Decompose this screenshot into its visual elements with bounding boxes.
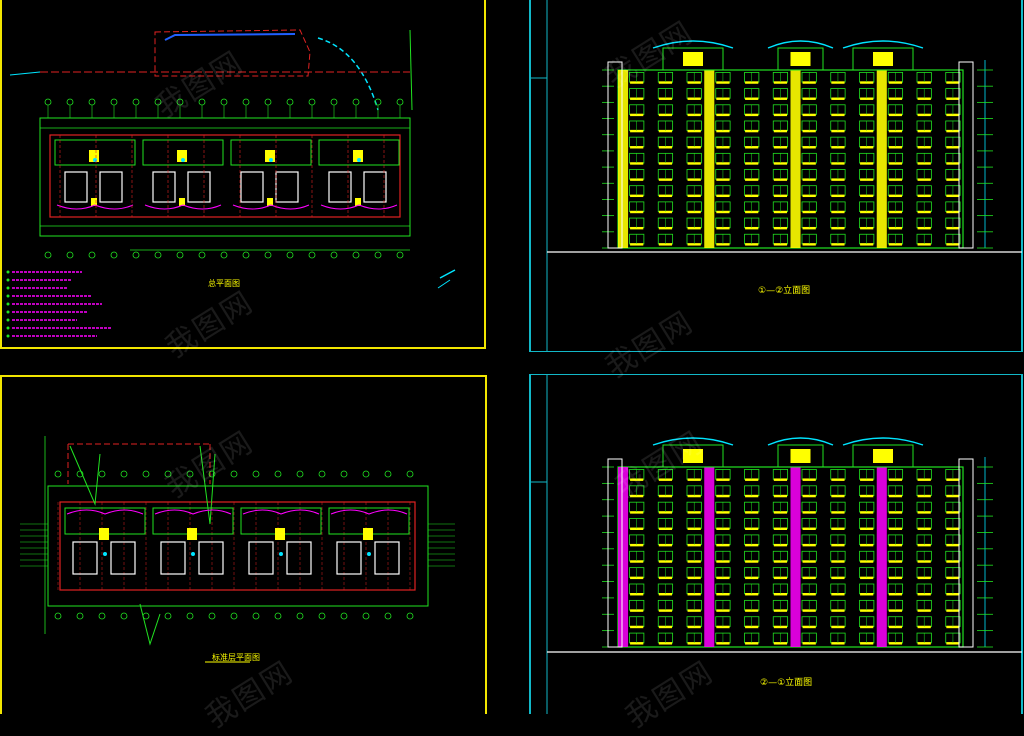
floor-plan-drawing — [0, 375, 487, 714]
sheet-floor-plan[interactable]: 标准层平面图 — [0, 374, 490, 714]
sheet-divider — [0, 352, 1024, 374]
sheet-site-plan[interactable]: 总平面图 — [0, 0, 490, 352]
front-elevation-title: ①—②立面图 — [758, 286, 811, 296]
floor-plan-title: 标准层平面图 — [212, 653, 260, 662]
back-elevation-drawing — [529, 373, 1023, 714]
site-plan-title: 总平面图 — [208, 279, 240, 288]
site-plan-drawing — [0, 0, 486, 349]
back-elevation-title: ②—①立面图 — [760, 678, 813, 688]
front-elevation-drawing — [529, 0, 1023, 353]
sheet-front-elevation[interactable]: ①—②立面图 — [528, 0, 1024, 356]
sheet-back-elevation[interactable]: ②—①立面图 — [528, 372, 1024, 714]
